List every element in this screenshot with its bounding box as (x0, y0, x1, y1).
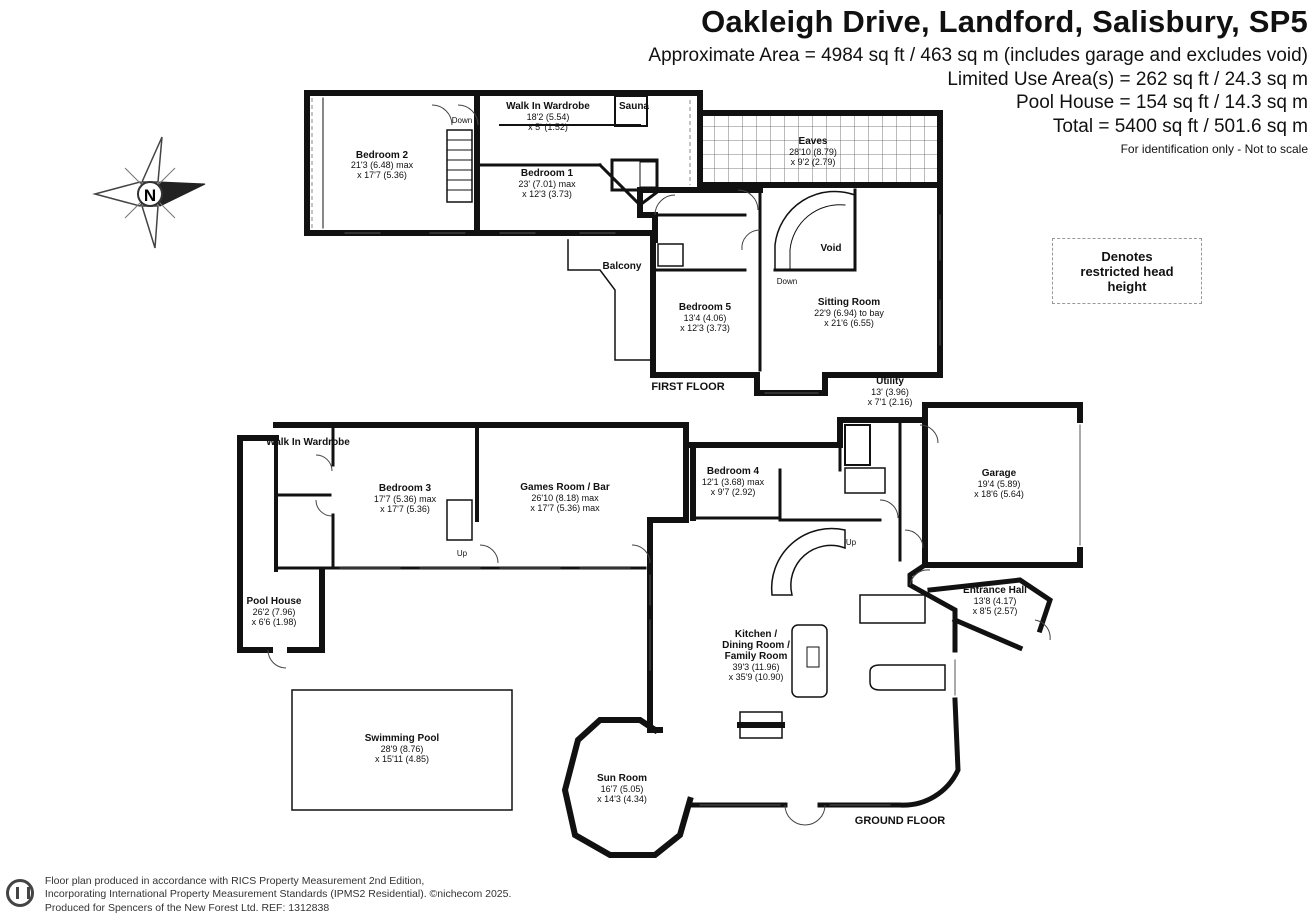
room-name-sitting-room: Sitting Room (818, 297, 880, 308)
footer-line-2: Incorporating International Property Mea… (44, 888, 512, 900)
room-name-sun-room: Sun Room (597, 773, 647, 784)
room-dim-bedroom-5-b: x 12'3 (3.73) (680, 323, 730, 333)
room-dim-entrance-hall-b: x 8'5 (2.57) (973, 606, 1018, 616)
room-dim-sun-room-b: x 14'3 (4.34) (597, 794, 647, 804)
room-name-bedroom-4: Bedroom 4 (707, 466, 760, 477)
room-name-bedroom-2: Bedroom 2 (356, 150, 409, 161)
stair-label-up-bedroom-3: Up (457, 549, 468, 558)
restricted-height-legend: Denotes restricted head height (1052, 238, 1202, 304)
room-dim-utility-a: 13' (3.96) (871, 387, 909, 397)
stair-label-down-sitting: Down (777, 277, 797, 286)
room-dim-bedroom-5-a: 13'4 (4.06) (684, 313, 727, 323)
room-name-kitchen-b: Dining Room / (722, 640, 790, 651)
first-floor-walls (304, 90, 943, 396)
area-line-pool-house: Pool House = 154 sq ft / 14.3 sq m (1015, 92, 1308, 113)
room-dim-entrance-hall-a: 13'8 (4.17) (974, 596, 1017, 606)
stair-label-down-bedroom-2: Down (452, 116, 472, 125)
room-name-utility: Utility (876, 376, 904, 387)
room-dim-games-room-b: x 17'7 (5.36) max (530, 503, 600, 513)
room-dim-utility-b: x 7'1 (2.16) (868, 397, 913, 407)
room-dim-swimming-pool-a: 28'9 (8.76) (381, 744, 424, 754)
room-dim-sitting-room-b: x 21'6 (6.55) (824, 318, 874, 328)
compass-icon (92, 136, 206, 249)
legend-text: Denotes restricted head height (1080, 248, 1174, 294)
identification-note: For identification only - Not to scale (1120, 142, 1308, 156)
room-dim-eaves-b: x 9'2 (2.79) (791, 157, 836, 167)
floor-label-first: FIRST FLOOR (651, 381, 724, 393)
room-dim-kitchen-a: 39'3 (11.96) (732, 662, 779, 672)
room-dim-garage-a: 19'4 (5.89) (978, 479, 1021, 489)
room-dim-garage-b: x 18'6 (5.64) (974, 489, 1024, 499)
ground-floor-walls (237, 402, 1083, 858)
room-dim-bedroom-3-a: 17'7 (5.36) max (374, 494, 437, 504)
room-name-swimming-pool: Swimming Pool (365, 733, 440, 744)
room-name-kitchen-c: Family Room (725, 651, 788, 662)
area-line-approximate: Approximate Area = 4984 sq ft / 463 sq m… (648, 45, 1308, 66)
room-dim-bedroom-2-a: 21'3 (6.48) max (351, 160, 414, 170)
room-dim-bedroom-2-b: x 17'7 (5.36) (357, 170, 407, 180)
compass-letter: N (144, 186, 156, 205)
room-name-eaves: Eaves (799, 136, 828, 147)
stair-label-up-kitchen: Up (846, 538, 857, 547)
footer: Floor plan produced in accordance with R… (6, 875, 511, 916)
room-name-pool-house: Pool House (246, 596, 301, 607)
room-dim-sitting-room-a: 22'9 (6.94) to bay (814, 308, 884, 318)
room-dim-bedroom-4-a: 12'1 (3.68) max (702, 477, 765, 487)
room-dim-bedroom-3-b: x 17'7 (5.36) (380, 504, 430, 514)
footer-line-3: Produced for Spencers of the New Forest … (44, 901, 330, 914)
room-dim-walk-in-wardrobe-1-a: 18'2 (5.54) (527, 112, 570, 122)
room-name-garage: Garage (982, 468, 1017, 479)
room-dim-bedroom-1-a: 23' (7.01) max (518, 179, 576, 189)
room-name-sauna: Sauna (619, 101, 649, 112)
room-dim-walk-in-wardrobe-1-b: x 5' (1.52) (528, 122, 568, 132)
nichecom-logo-icon (6, 878, 34, 907)
room-dim-eaves-a: 28'10 (8.79) (789, 147, 837, 157)
room-dim-pool-house-a: 26'2 (7.96) (253, 607, 296, 617)
header: Oakleigh Drive, Landford, Salisbury, SP5… (648, 0, 1308, 158)
room-dim-games-room-a: 26'10 (8.18) max (531, 493, 599, 503)
room-name-walk-in-wardrobe-1: Walk In Wardrobe (506, 101, 590, 112)
room-name-walk-in-wardrobe-2: Walk In Wardrobe (266, 437, 350, 448)
room-name-games-room: Games Room / Bar (520, 482, 610, 493)
footer-line-1: Floor plan produced in accordance with R… (44, 874, 425, 887)
room-name-bedroom-5: Bedroom 5 (679, 302, 732, 313)
room-name-balcony: Balcony (603, 261, 642, 272)
page-title: Oakleigh Drive, Landford, Salisbury, SP5 (701, 4, 1308, 39)
room-name-bedroom-3: Bedroom 3 (379, 483, 432, 494)
room-dim-bedroom-4-b: x 9'7 (2.92) (711, 487, 756, 497)
room-name-kitchen-a: Kitchen / (735, 629, 777, 640)
room-dim-kitchen-b: x 35'9 (10.90) (729, 672, 784, 682)
room-dim-bedroom-1-b: x 12'3 (3.73) (522, 189, 572, 199)
room-name-void: Void (821, 243, 842, 254)
area-line-total: Total = 5400 sq ft / 501.6 sq m (1052, 115, 1308, 137)
area-line-limited-use: Limited Use Area(s) = 262 sq ft / 24.3 s… (947, 68, 1308, 90)
room-name-bedroom-1: Bedroom 1 (521, 168, 574, 179)
room-dim-pool-house-b: x 6'6 (1.98) (252, 617, 297, 627)
room-name-entrance-hall: Entrance Hall (963, 585, 1027, 596)
room-dim-sun-room-a: 16'7 (5.05) (601, 784, 644, 794)
floor-label-ground: GROUND FLOOR (855, 815, 945, 827)
room-dim-swimming-pool-b: x 15'11 (4.85) (375, 754, 429, 764)
